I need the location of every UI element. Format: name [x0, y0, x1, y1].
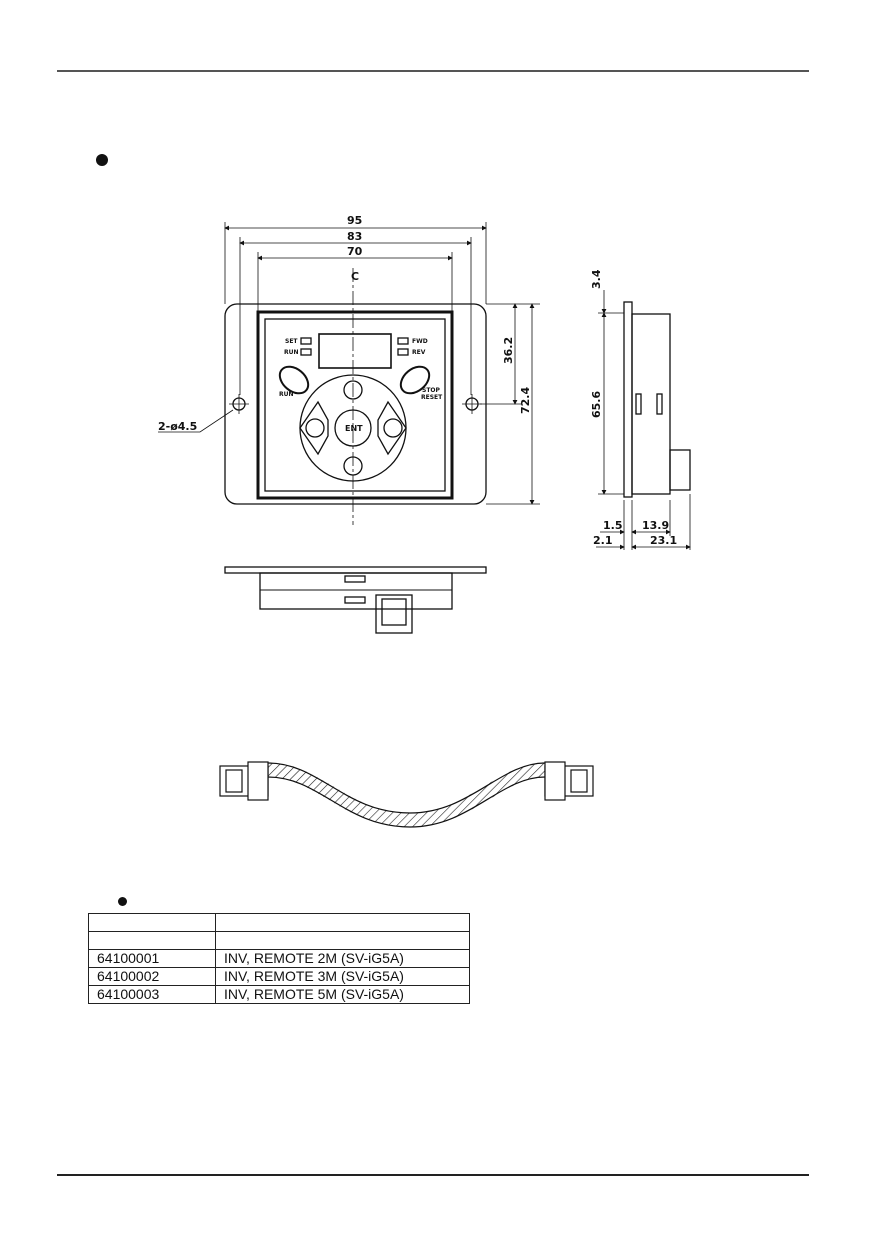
part-desc-cell: INV, REMOTE 5M (SV-iG5A): [215, 985, 470, 1004]
dim-83: 83: [347, 230, 362, 243]
table-cell: [88, 931, 216, 950]
bottom-connector-inner: [381, 598, 407, 626]
table-row: 64100002 INV, REMOTE 3M (SV-iG5A): [88, 967, 470, 986]
label-run-led: RUN: [284, 349, 299, 356]
label-ent: ENT: [345, 424, 363, 433]
left-arrow: [299, 400, 329, 456]
dim-23-1: 23.1: [650, 534, 677, 547]
table-header-cell: [215, 913, 470, 932]
table-cell: [215, 931, 470, 950]
label-fwd: FWD: [412, 338, 428, 345]
dim-36: 36.2: [502, 337, 515, 364]
centerline-mark: C: [351, 270, 359, 283]
table-header-cell: [88, 913, 216, 932]
table-header-row: [88, 913, 470, 932]
label-stop: STOP: [422, 387, 441, 394]
table-bullet: [118, 897, 127, 906]
part-desc-cell: INV, REMOTE 3M (SV-iG5A): [215, 967, 470, 986]
dim-70: 70: [347, 245, 363, 258]
dim-2-1: 2.1: [593, 534, 613, 547]
left-button: [305, 418, 325, 438]
bottom-body: [259, 572, 453, 610]
dim-1-5: 1.5: [603, 519, 623, 532]
led-rev: [397, 348, 409, 356]
side-slot-1: [635, 393, 642, 415]
bottom-connector: [375, 594, 413, 634]
dim-13-9: 13.9: [642, 519, 669, 532]
stop-button: [399, 365, 431, 395]
parts-table: 64100001 INV, REMOTE 2M (SV-iG5A) 641000…: [88, 913, 470, 1004]
bottom-slot-1: [344, 575, 366, 583]
bottom-plate: [224, 566, 487, 574]
right-arrow: [377, 400, 407, 456]
front-face: [264, 318, 446, 492]
header-rule: [57, 70, 809, 72]
bottom-slot-2: [344, 596, 366, 604]
side-view-labels: 3.4 65.6 1.5 13.9 2.1 23.1: [590, 269, 677, 547]
side-view: [596, 290, 691, 550]
part-desc-cell: INV, REMOTE 2M (SV-iG5A): [215, 949, 470, 968]
display-window: [318, 333, 392, 369]
side-plate: [623, 301, 633, 498]
front-bezel: [256, 310, 454, 500]
dim-3-4: 3.4: [590, 269, 603, 289]
led-fwd: [397, 337, 409, 345]
up-button: [343, 380, 363, 400]
side-slot-2: [656, 393, 663, 415]
label-rev: REV: [412, 349, 426, 356]
run-button: [278, 365, 310, 395]
side-body: [631, 313, 671, 495]
dim-hole: 2-ø4.5: [158, 420, 197, 433]
table-row: [88, 931, 470, 950]
label-reset: RESET: [421, 394, 443, 401]
section-bullet: [96, 154, 108, 166]
front-view: [158, 222, 540, 525]
side-connector: [669, 449, 691, 491]
part-number-cell: 64100001: [88, 949, 216, 968]
table-row: 64100001 INV, REMOTE 2M (SV-iG5A): [88, 949, 470, 968]
dim-95: 95: [347, 214, 362, 227]
label-run-button: RUN: [279, 391, 294, 398]
led-set: [300, 337, 312, 345]
dim-65-6: 65.6: [590, 391, 603, 418]
part-number-cell: 64100002: [88, 967, 216, 986]
front-view-labels: 95 83 70 C 2-ø4.5 36.2 72.4 SET RUN FWD …: [158, 214, 532, 433]
dim-72: 72.4: [519, 387, 532, 414]
bottom-view: [224, 566, 487, 634]
footer-rule: [57, 1174, 809, 1176]
table-row: 64100003 INV, REMOTE 5M (SV-iG5A): [88, 985, 470, 1004]
led-run: [300, 348, 312, 356]
label-set: SET: [285, 338, 298, 345]
right-button: [383, 418, 403, 438]
remote-cable: [219, 761, 594, 828]
part-number-cell: 64100003: [88, 985, 216, 1004]
